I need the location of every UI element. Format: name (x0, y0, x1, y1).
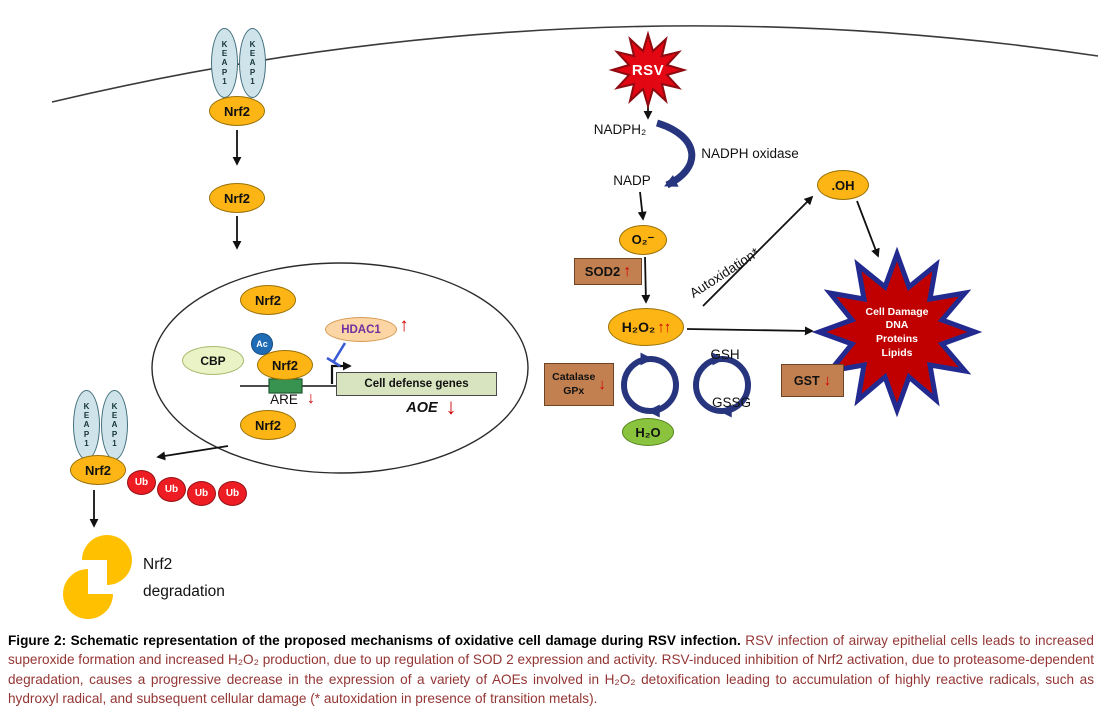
degraded-nrf2-fragment-1 (82, 535, 132, 585)
arrow-nucleus-to-complex (156, 445, 229, 461)
sod2-box: SOD2 ↑ (574, 258, 642, 285)
glutathione-cycle-right-arc (718, 356, 751, 418)
hydroxyl-radical-node: .OH (817, 170, 869, 200)
nrf2-node-ubiquitinated: Nrf2 (70, 455, 126, 485)
catalase-gpx-label: Catalase GPx (552, 371, 596, 397)
up-arrow-icon: ↑ (623, 262, 632, 280)
nrf2-node-on-dna: Nrf2 (257, 350, 313, 380)
gsh-label: GSH (710, 347, 740, 362)
nrf2-node-free: Nrf2 (209, 183, 265, 213)
cbp-node: CBP (182, 346, 244, 375)
cell-damage-starburst (811, 246, 983, 418)
arrow-oh-to-damage (856, 200, 880, 258)
gst-label: GST (793, 373, 820, 388)
nadph-oxidase-label: NADPH oxidase (701, 145, 799, 161)
up-arrow-icon: ↑ (399, 315, 409, 336)
glutathione-cycle-left-arc (693, 352, 726, 414)
gssg-label: GSSG (711, 395, 751, 410)
catalase-gpx-box: Catalase GPx ↓ (544, 363, 614, 406)
cell-defense-genes-box: Cell defense genes (336, 372, 497, 396)
keap1-complex-bottom: K E A P 1 K E A P 1 (73, 390, 129, 460)
figure-caption: Figure 2: Schematic representation of th… (8, 631, 1094, 708)
aoe-label: AOE (406, 400, 438, 416)
hdac1-inhibition-tbar (326, 342, 347, 368)
keap1-subunit: K E A P 1 (101, 390, 128, 460)
redox-cycle-arrows (621, 352, 751, 418)
keap1-subunit: K E A P 1 (73, 390, 100, 460)
caption-bold-text: Figure 2: Schematic representation of th… (8, 633, 741, 648)
caption-body-text: RSV infection of airway epithelial cells… (8, 633, 1094, 706)
sod2-label: SOD2 (584, 264, 621, 279)
superoxide-node: O₂⁻ (619, 225, 667, 255)
catalase-cycle-left-arc (621, 352, 654, 414)
hdac1-node: HDAC1 (325, 317, 397, 342)
down-arrow-icon: ↓ (823, 372, 832, 389)
ubiquitin-badge: Ub (127, 470, 156, 495)
rsv-starburst (608, 30, 688, 110)
ubiquitin-badge: Ub (157, 477, 186, 502)
acetyl-badge: Ac (251, 333, 273, 355)
h2o2-label: H₂O₂ (621, 319, 656, 335)
degraded-nrf2-fragment-2 (63, 569, 113, 619)
arrow-nadp-to-superoxide (637, 191, 647, 221)
rsv-label: RSV (631, 61, 665, 79)
down-arrow-icon: ↓ (598, 376, 606, 393)
catalase-cycle-right-arc (646, 356, 679, 418)
h2o-node: H₂O (622, 418, 674, 446)
nadp-label: NADP (613, 172, 651, 188)
cell-damage-label: Cell Damage DNA Proteins Lipids (865, 305, 929, 359)
nadph-oxidase-curved-arrow (655, 119, 696, 189)
arrow-superoxide-to-h2o2 (641, 256, 651, 304)
nrf2-node-bound: Nrf2 (209, 96, 265, 126)
are-label: ARE (270, 392, 298, 407)
flow-arrows (89, 106, 880, 528)
transcription-start-arrow (330, 361, 352, 384)
ubiquitin-badge: Ub (187, 481, 216, 506)
down-arrow-icon: ↓ (307, 390, 315, 407)
keap1-subunit: K E A P 1 (239, 28, 266, 98)
ubiquitin-badge: Ub (218, 481, 247, 506)
nrf2-node-nuclear-top: Nrf2 (240, 285, 296, 315)
double-up-arrow-icon: ↑↑ (657, 318, 671, 336)
arrow-autoxidation-to-oh (702, 195, 814, 307)
keap1-complex-top: K E A P 1 K E A P 1 (211, 28, 267, 98)
h2o2-node: H₂O₂ ↑↑ (608, 308, 684, 346)
cell-membrane-curve (51, 25, 1099, 103)
arrow-h2o2-to-damage (686, 326, 814, 336)
degradation-label: Nrf2 degradation (143, 556, 225, 601)
nrf2-node-nuclear-bottom: Nrf2 (240, 410, 296, 440)
keap1-subunit: K E A P 1 (211, 28, 238, 98)
nucleus-outline (151, 262, 529, 474)
down-arrow-icon: ↓ (445, 394, 457, 419)
gst-box: GST ↓ (781, 364, 844, 397)
nadph2-label: NADPH₂ (593, 121, 647, 137)
